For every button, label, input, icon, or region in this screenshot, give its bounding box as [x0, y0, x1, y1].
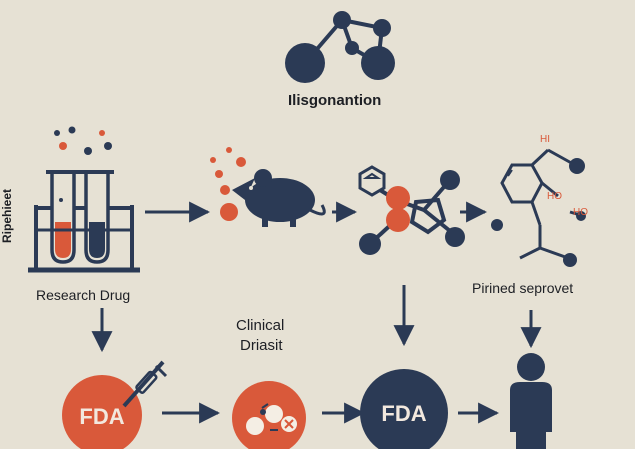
- fda-circle-left: [62, 375, 142, 449]
- label-hi: HI: [540, 134, 550, 145]
- fda-circle-right: [360, 369, 448, 449]
- label-ho2: HO: [573, 207, 588, 218]
- test-tubes-icon: [28, 126, 140, 273]
- person-icon: [510, 353, 552, 449]
- clinical-label-1: Clinical: [236, 317, 285, 334]
- mouse-icon: [210, 147, 326, 227]
- pills-icon: [232, 381, 306, 449]
- fda-text-right: FDA: [381, 401, 426, 426]
- clinical-label-2: Driasit: [240, 337, 283, 354]
- fda-text-left: FDA: [79, 404, 124, 429]
- label-ho1: HO: [547, 191, 562, 202]
- research-drug-label: Research Drug: [36, 287, 131, 303]
- molecule-icon: [285, 11, 395, 83]
- syringe-icon: [122, 360, 168, 408]
- top-molecule-label: Ilisgonantion: [288, 92, 382, 109]
- pirined-label: Pirined seprovet: [472, 280, 574, 296]
- compound-icon: [358, 165, 465, 255]
- left-side-label: Ripehieet: [0, 189, 14, 244]
- structure-icon: [491, 148, 586, 267]
